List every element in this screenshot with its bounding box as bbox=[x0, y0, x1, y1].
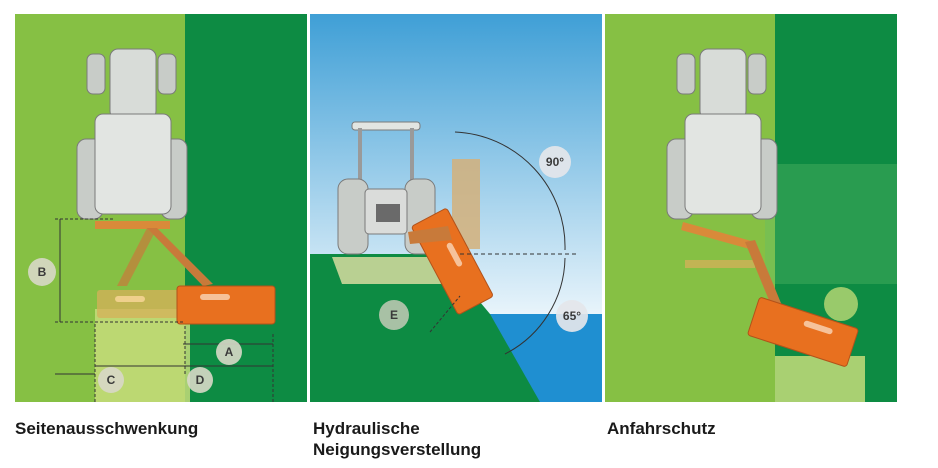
caption-hydraulic-tilt-line2: Neigungsverstellung bbox=[313, 440, 482, 459]
angle-arc-down bbox=[504, 257, 566, 355]
label-b-circle bbox=[28, 258, 56, 286]
label-a: A bbox=[225, 345, 234, 359]
caption-side-shift-text: Seitenausschwenkung bbox=[15, 419, 199, 438]
side-shift-diagram: B A C D bbox=[15, 14, 307, 402]
side-shift-panel: B A C D bbox=[15, 14, 307, 402]
tractor-icon bbox=[666, 48, 778, 220]
label-d: D bbox=[196, 373, 205, 387]
angle-down-label: 65° bbox=[563, 309, 581, 323]
hydraulic-tilt-diagram: 90° 65° E bbox=[310, 14, 602, 402]
label-e: E bbox=[390, 308, 398, 322]
angle-up-circle bbox=[539, 146, 571, 178]
label-a-circle bbox=[216, 339, 242, 365]
obstacle-icon bbox=[824, 287, 858, 321]
collision-protection-panel bbox=[605, 14, 897, 402]
caption-collision-protection-text: Anfahrschutz bbox=[607, 419, 716, 438]
label-c-circle bbox=[98, 367, 124, 393]
label-d-circle bbox=[187, 367, 213, 393]
caption-collision-protection: Anfahrschutz bbox=[607, 418, 716, 439]
label-c: C bbox=[107, 373, 116, 387]
angle-down-circle bbox=[556, 300, 588, 332]
label-e-circle bbox=[379, 300, 409, 330]
caption-hydraulic-tilt: Hydraulische Neigungsverstellung bbox=[313, 418, 481, 460]
mower-icon bbox=[747, 297, 859, 367]
hydraulic-tilt-panel: 90° 65° E bbox=[310, 14, 602, 402]
angle-arc-up bbox=[454, 131, 566, 251]
tractor-icon bbox=[76, 48, 188, 220]
collision-protection-diagram bbox=[605, 14, 897, 402]
embankment bbox=[310, 254, 540, 402]
verge-area bbox=[185, 14, 307, 402]
label-b: B bbox=[38, 265, 47, 279]
angle-up-label: 90° bbox=[546, 155, 564, 169]
mower-icon bbox=[176, 285, 276, 325]
caption-hydraulic-tilt-line1: Hydraulische bbox=[313, 419, 420, 438]
caption-side-shift: Seitenausschwenkung bbox=[15, 418, 198, 439]
